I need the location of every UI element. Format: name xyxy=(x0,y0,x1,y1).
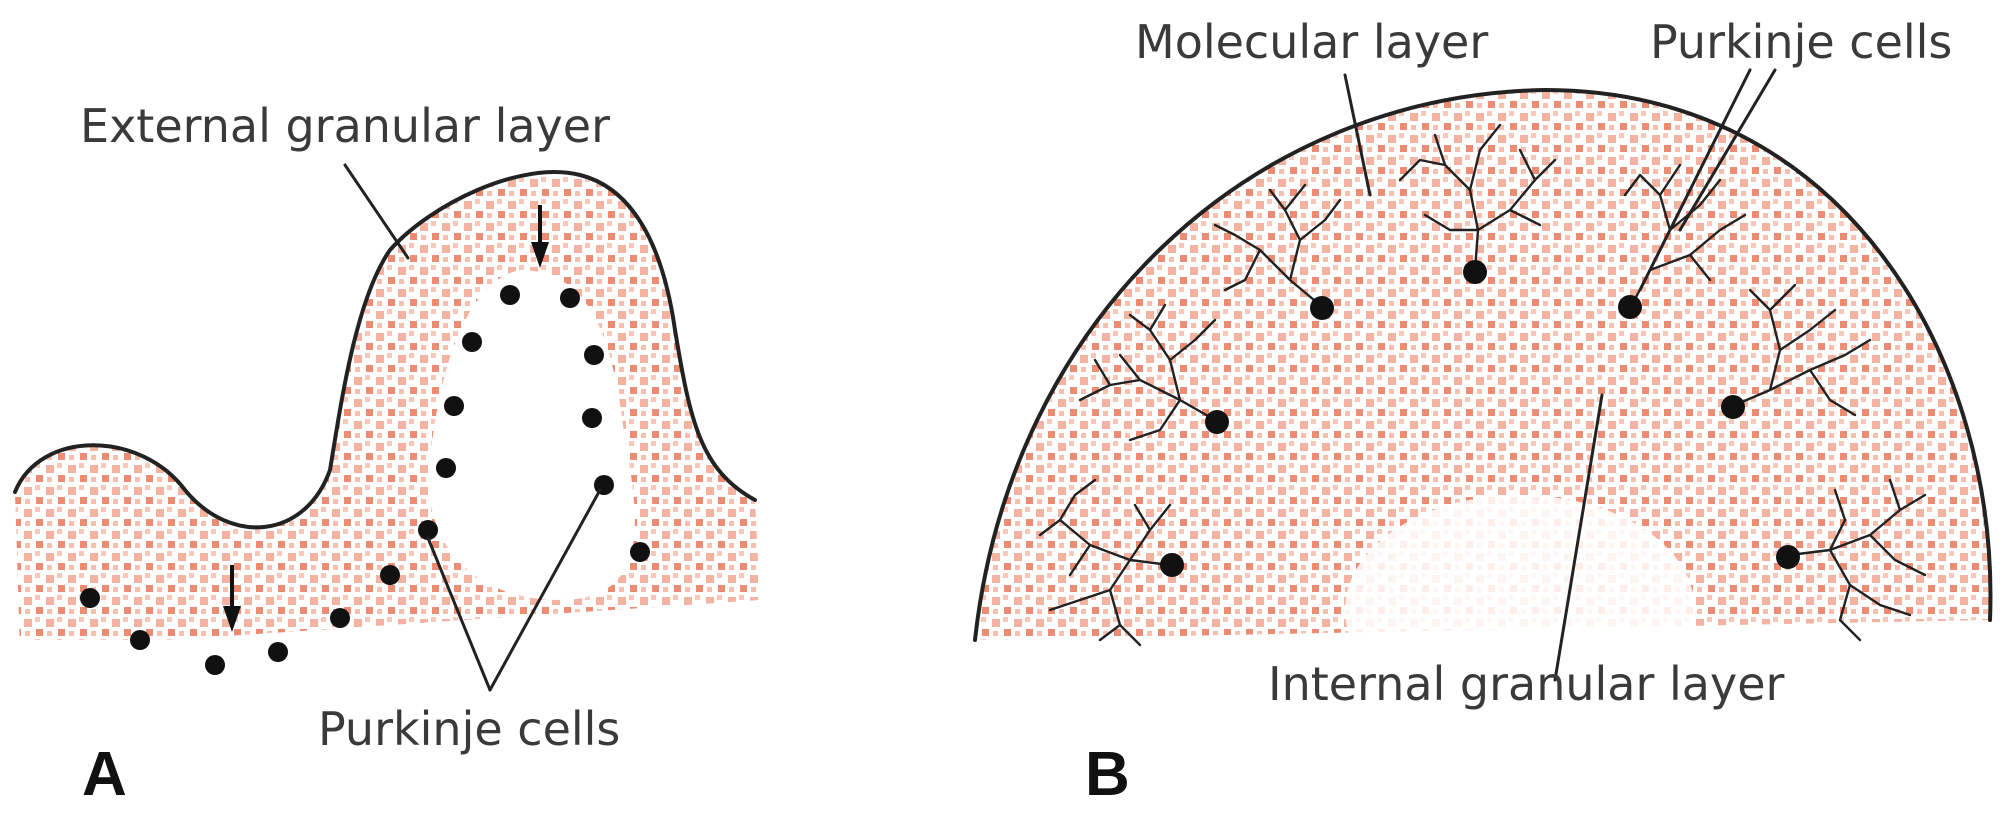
migration-arrow-bottom xyxy=(223,565,241,632)
purkinje-dendrites-b xyxy=(1038,123,1927,647)
panel-letter-b: B xyxy=(1085,740,1130,809)
panel-a: External granular layer Purkinje cells A xyxy=(13,99,775,809)
label-external-granular-layer: External granular layer xyxy=(80,99,610,153)
panel-b: Molecular layer Purkinje cells Internal … xyxy=(960,15,2005,809)
label-purkinje-cells-a: Purkinje cells xyxy=(318,702,620,756)
label-purkinje-cells-b: Purkinje cells xyxy=(1650,15,1952,69)
folium-outline-b xyxy=(973,88,1993,642)
folium-outline-a xyxy=(13,170,757,530)
migration-arrow-top xyxy=(531,205,549,268)
label-internal-granular-layer: Internal granular layer xyxy=(1268,657,1785,711)
purkinje-cells-a xyxy=(80,285,650,675)
panel-letter-a: A xyxy=(82,740,127,809)
purkinje-cells-b xyxy=(1160,260,1800,577)
label-molecular-layer: Molecular layer xyxy=(1135,15,1488,69)
